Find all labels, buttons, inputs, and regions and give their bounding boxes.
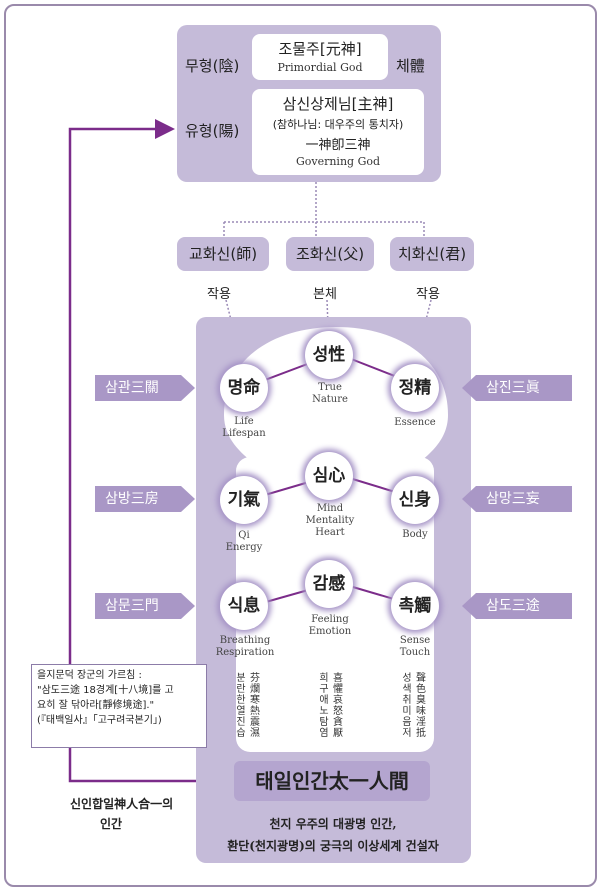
- bottom-line-2: 환단(천지광명)의 궁극의 이상세계 건설자: [227, 839, 439, 853]
- node-nature: 성性: [305, 331, 353, 379]
- teaching-note: 을지문덕 장군의 가르침 : "삼도三途 18경계[十八境]를 고 요히 잘 닦…: [31, 664, 207, 748]
- label-form: 유형(陽): [185, 122, 240, 140]
- left-caption-2: 인간: [100, 817, 123, 831]
- dotted-branch-lines: [223, 182, 425, 236]
- governing-god-kr: 삼신상제님[主神]: [282, 95, 394, 113]
- god-creation: 조화신(父): [286, 237, 374, 271]
- label-three-paths: 삼도三途: [462, 593, 572, 619]
- primordial-god-en: Primordial God: [277, 61, 363, 74]
- white-arc-top: [224, 327, 448, 469]
- label-three-doors: 삼문三門: [95, 593, 195, 619]
- label-essence: 체體: [396, 57, 425, 75]
- label-three-truths: 삼진三眞: [462, 375, 572, 401]
- node-essence-en: Essence: [394, 417, 436, 428]
- role-creation: 본체: [313, 287, 337, 302]
- node-essence: 정精: [391, 364, 439, 412]
- note-line-1: 을지문덕 장군의 가르침 :: [37, 670, 142, 681]
- node-body-en: Body: [402, 529, 428, 540]
- note-line-3: 요히 잘 닦아라[靜修境途].": [37, 700, 155, 711]
- feedback-loop-line: [68, 119, 232, 783]
- label-three-rooms: 삼방三房: [95, 486, 195, 512]
- role-governing: 작용: [416, 287, 440, 302]
- role-teaching: 작용: [207, 287, 231, 302]
- label-formless: 무형(陰): [185, 57, 240, 75]
- label-three-delusions: 삼망三妄: [462, 486, 572, 512]
- primordial-god-kr: 조물주[元神]: [278, 40, 362, 58]
- node-feeling: 감感: [305, 560, 353, 608]
- taeil-human-box: 태일인간太一人間: [234, 761, 430, 801]
- node-body: 신身: [391, 476, 439, 524]
- node-breathing: 식息: [220, 582, 268, 630]
- governing-god-en: Governing God: [295, 155, 381, 168]
- bottom-line-1: 천지 우주의 대광명 인간,: [269, 817, 397, 831]
- column-left-hanja: 芬爛寒熱震濕: [250, 673, 260, 739]
- node-mind: 심心: [305, 452, 353, 500]
- god-governing: 치화신(君): [390, 237, 474, 271]
- primordial-god-box: 조물주[元神] Primordial God: [252, 34, 388, 80]
- node-qi: 기氣: [220, 476, 268, 524]
- governing-god-hanja: 一神卽三神: [305, 138, 371, 153]
- god-teaching: 교화신(師): [177, 237, 269, 271]
- white-funnel: [236, 707, 434, 747]
- left-caption-1: 신인합일神人合一의: [70, 797, 174, 811]
- inner-shapes: [224, 327, 448, 752]
- governing-god-box: 삼신상제님[主神] (참하나님: 대우주의 통치자) 一神卽三神 Governi…: [252, 89, 424, 175]
- column-mid-hanja: 喜懼哀怒貪厭: [333, 673, 343, 739]
- governing-god-sub: (참하나님: 대우주의 통치자): [272, 118, 404, 131]
- node-life: 명命: [220, 364, 268, 412]
- label-three-gates: 삼관三關: [95, 375, 195, 401]
- note-line-2: "삼도三途 18경계[十八境]를 고: [37, 685, 174, 696]
- node-touch: 촉觸: [391, 582, 439, 630]
- note-line-4: (『태백일사』「고구려국본기」): [37, 715, 162, 726]
- column-right-hanja: 聲色臭味淫抵: [416, 673, 426, 739]
